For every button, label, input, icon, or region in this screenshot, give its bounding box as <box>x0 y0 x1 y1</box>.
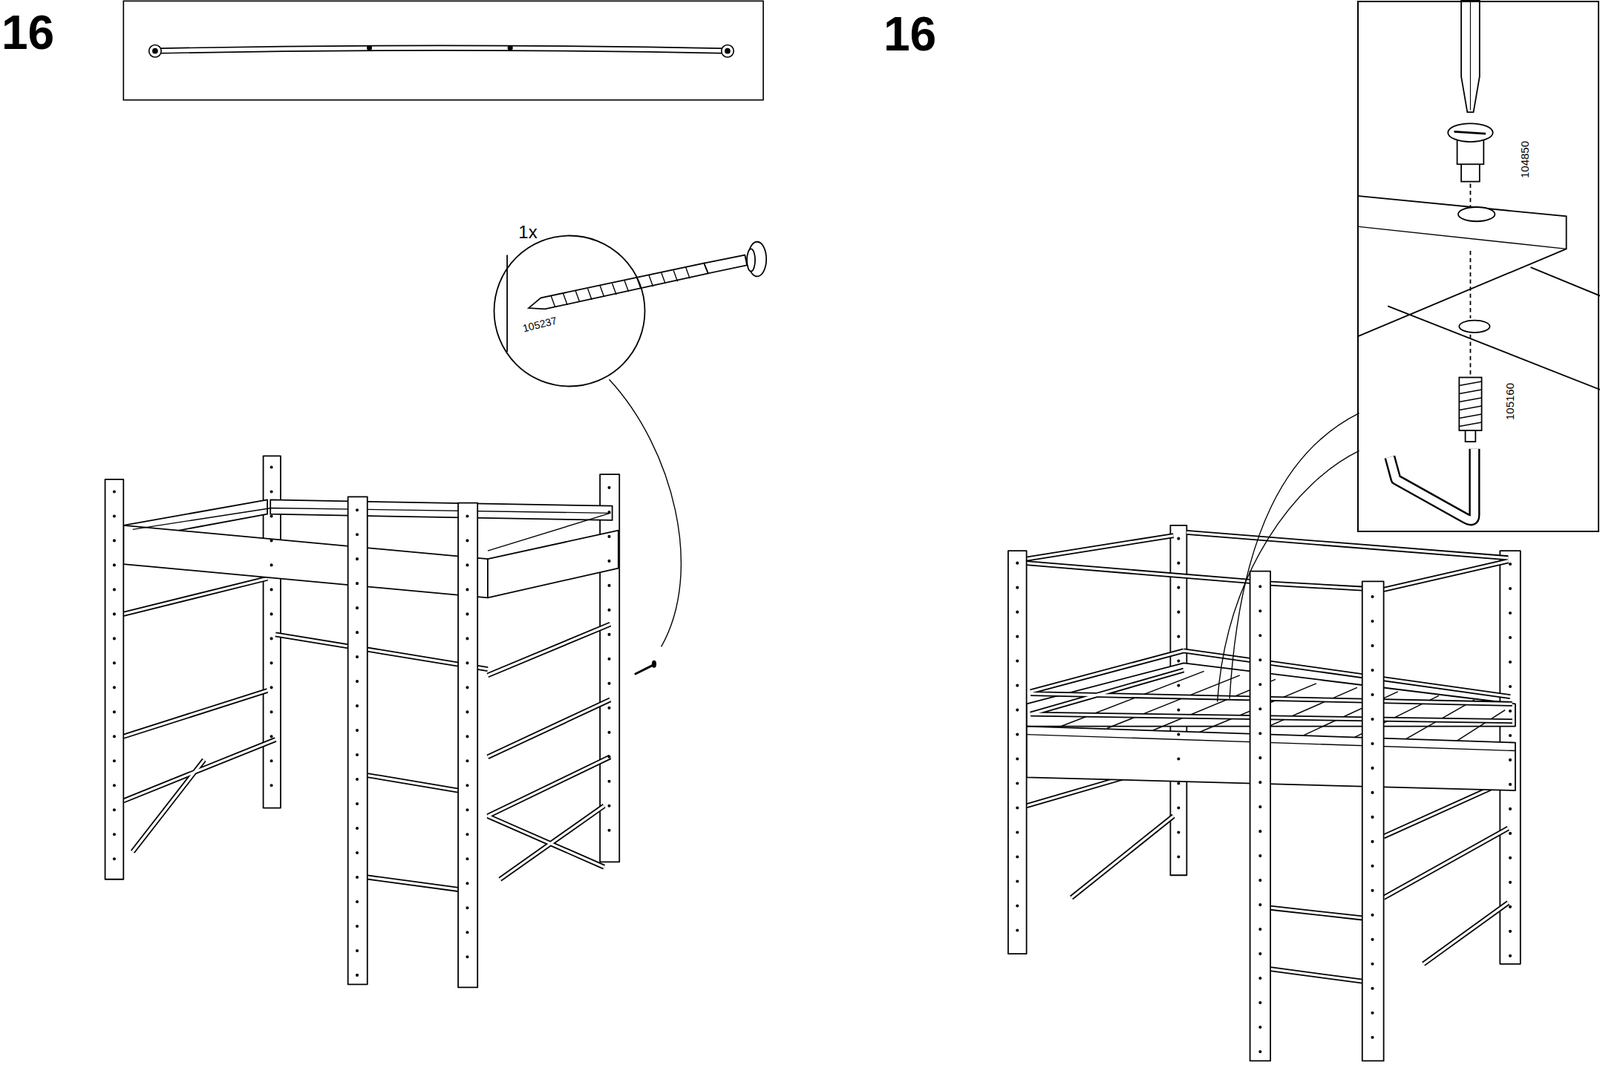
step-number: 16 <box>1 8 55 57</box>
bolt-detail <box>507 242 767 648</box>
callout-circle <box>492 234 646 388</box>
step-number: 16 <box>883 10 937 58</box>
fitting-detail <box>1357 0 1600 521</box>
detail-inset: 104850 105160 <box>1357 0 1600 533</box>
magnifier-callout: 1x105237 <box>492 234 646 388</box>
part-number: 104850 <box>1519 141 1531 179</box>
loft-bed-frame <box>105 455 657 988</box>
part-number: 105237 <box>521 315 559 335</box>
quantity-label: 1x <box>518 223 537 242</box>
callout-outline <box>494 236 646 387</box>
part-number: 105160 <box>1504 383 1516 421</box>
rod-detail <box>123 0 764 100</box>
loft-bed-assembled <box>1008 413 1521 1062</box>
